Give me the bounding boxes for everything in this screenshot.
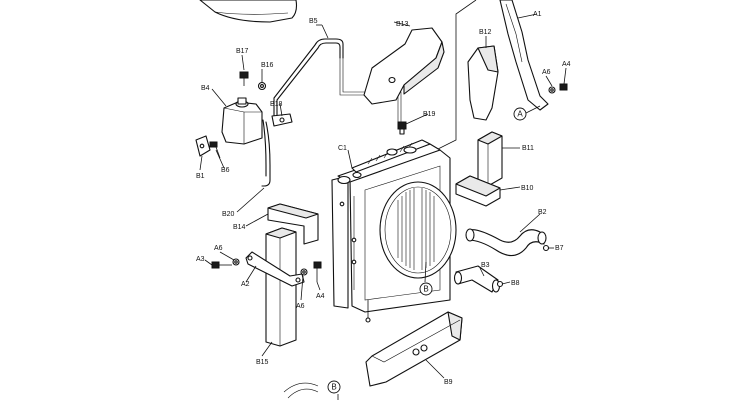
label-b12: B12 (479, 29, 492, 36)
label-b17: B17 (236, 48, 249, 55)
label-b2: B2 (538, 209, 547, 216)
label-a6-top: A6 (542, 69, 551, 76)
cab-corner-part (199, 0, 298, 23)
label-a4-right: A4 (316, 293, 325, 300)
bolt-b17 (239, 71, 249, 86)
clamp-b18 (271, 113, 293, 127)
reserve-tank-b4 (221, 97, 263, 145)
label-b3: B3 (481, 262, 490, 269)
label-a6-left: A6 (214, 245, 223, 252)
label-b19: B19 (423, 111, 436, 118)
post-b15 (265, 227, 297, 347)
radiator-c1 (331, 139, 457, 323)
bracket-b14 (267, 203, 319, 245)
leader-lines (199, 13, 567, 379)
label-b11: B11 (522, 145, 534, 152)
washer-a6-top (548, 86, 556, 94)
clamp-b8 (496, 280, 504, 288)
washer-b16 (257, 81, 267, 91)
bottom-partial-hose (283, 382, 319, 393)
callout-b-mid: B (419, 282, 433, 296)
label-b1: B1 (196, 173, 205, 180)
washer-a6-left (232, 258, 240, 266)
label-b14: B14 (233, 224, 246, 231)
label-b10: B10 (521, 185, 534, 192)
bottom-partial-hose-2 (287, 388, 319, 399)
label-a3: A3 (196, 256, 205, 263)
callout-b-bottom-label: B (331, 383, 336, 392)
label-b5: B5 (309, 18, 318, 25)
label-a2: A2 (241, 281, 250, 288)
label-b8: B8 (511, 280, 520, 287)
label-b15: B15 (256, 359, 269, 366)
bracket-b13 (363, 27, 445, 105)
label-b4: B4 (201, 85, 210, 92)
label-a1: A1 (533, 11, 542, 18)
seal-b11 (477, 131, 503, 187)
callout-b-mid-label: B (423, 285, 428, 294)
label-b6: B6 (221, 167, 230, 174)
label-b18: B18 (270, 101, 283, 108)
bolt-b6 (209, 141, 221, 159)
hose-b20-inner (262, 119, 267, 177)
label-c1: C1 (338, 145, 347, 152)
label-b7: B7 (555, 245, 564, 252)
clamp-b7 (542, 244, 550, 252)
washer-a6-right (300, 268, 308, 276)
label-b13: B13 (396, 21, 409, 28)
bolt-a4-top (559, 83, 568, 91)
seal-b10 (455, 175, 501, 207)
label-a4-top: A4 (562, 61, 571, 68)
stay-a1 (499, 0, 549, 111)
hose-b2 (465, 228, 547, 257)
bracket-b9 (365, 311, 463, 387)
label-a6-right: A6 (296, 303, 305, 310)
bolt-a4-right (313, 261, 322, 282)
callout-b-bottom: B (327, 380, 341, 394)
bolt-a3 (211, 261, 232, 269)
label-b16: B16 (261, 62, 274, 69)
callout-a-top: A (513, 107, 527, 121)
callout-a-top-label: A (517, 110, 523, 119)
part-labels: B5 B13 B12 A1 B17 B16 B4 B18 B19 B1 B6 B… (196, 11, 571, 386)
hose-b3 (453, 265, 501, 293)
label-b20: B20 (222, 211, 235, 218)
leader-a1-long (435, 0, 477, 151)
shroud-b12 (467, 45, 499, 121)
label-b9: B9 (444, 379, 453, 386)
fitting-b19 (397, 121, 407, 135)
hose-b20 (261, 121, 271, 187)
bracket-b1 (195, 135, 211, 157)
